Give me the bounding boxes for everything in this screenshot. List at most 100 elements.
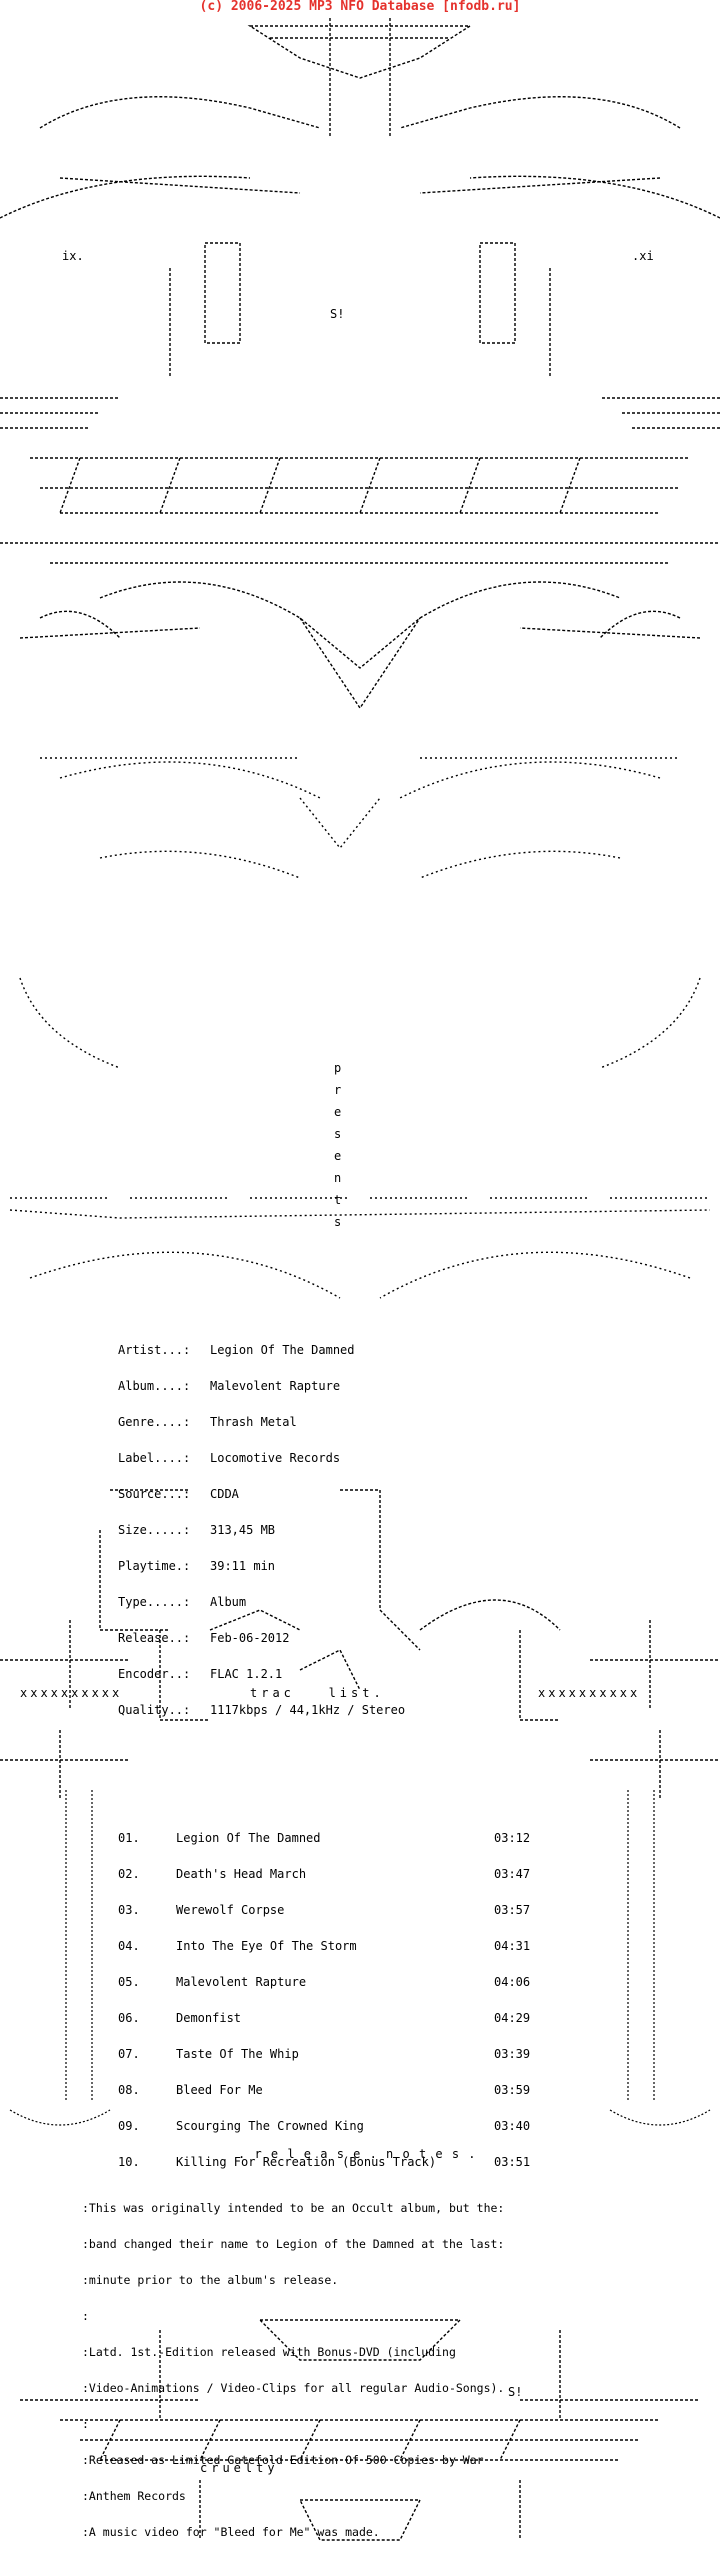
tracklist-caption: trac list. (250, 1686, 385, 1700)
info-label: Playtime.: (118, 1559, 191, 1573)
info-row: Encoder..: FLAC 1.2.1 (118, 1668, 405, 1680)
track-time: 04:06 (494, 1975, 531, 1989)
track-title: Bleed For Me (176, 2083, 263, 2097)
presents-letter-6: n (334, 1171, 342, 1185)
info-label: Genre....: (118, 1415, 191, 1429)
info-row: Source...: CDDA (118, 1488, 405, 1500)
track-number: 09. (118, 2119, 140, 2133)
x-row-right: xxxxxxxxxx (538, 1686, 641, 1700)
notes-line: :Video-Animations / Video-Clips for all … (82, 2381, 505, 2395)
top-ascii-logo-art: ix. .xi S! (0, 18, 720, 718)
track-time: 04:31 (494, 1939, 531, 1953)
footer-ascii-art: cruelty S! (0, 2300, 720, 2556)
info-label: Album....: (118, 1379, 191, 1393)
tracklist: 01. Legion Of The Damned 03:12 02.Death's … (118, 1808, 534, 2180)
x-row-left: xxxxxxxxxx (20, 1686, 123, 1700)
info-row: Album....:Malevolent Rapture (118, 1380, 405, 1392)
info-row: Artist...:Legion Of The Damned (118, 1344, 405, 1356)
center-mark: S! (330, 307, 345, 321)
track-time: 03:47 (494, 1867, 531, 1881)
notes-line: : (82, 2417, 89, 2431)
notes-line: : (82, 2309, 89, 2323)
track-time: 03:39 (494, 2047, 531, 2061)
info-value: 313,45 MB (210, 1523, 276, 1537)
info-value: Locomotive Records (210, 1451, 341, 1465)
track-title: Werewolf Corpse (176, 1903, 285, 1917)
track-time: 03:12 (494, 1831, 531, 1845)
notes-line: :A music video for "Bleed for Me" was ma… (82, 2525, 380, 2539)
info-value: CDDA (210, 1487, 239, 1501)
info-label: Quality..: (118, 1703, 191, 1717)
track-title: Malevolent Rapture (176, 1975, 307, 1989)
track-number: 04. (118, 1939, 140, 1953)
presents-letter-8: s (334, 1215, 342, 1229)
presents-letter-2: r (334, 1083, 342, 1097)
track-number: 06. (118, 2011, 140, 2025)
track-title: Legion Of The Damned (176, 1831, 321, 1845)
info-label: Source...: (118, 1487, 191, 1501)
track-time: 04:29 (494, 2011, 531, 2025)
info-label: Type.....: (118, 1595, 191, 1609)
notes-line: :minute prior to the album's release. (82, 2273, 339, 2287)
release-notes-caption: . r e l e a s e . n o t e s . (238, 2147, 477, 2161)
track-title: Taste Of The Whip (176, 2047, 299, 2061)
track-time: 03:57 (494, 1903, 531, 1917)
info-label: Label....: (118, 1451, 191, 1465)
info-value: Legion Of The Damned (210, 1343, 355, 1357)
track-time: 03:59 (494, 2083, 531, 2097)
info-value: Feb-06-2012 (210, 1631, 290, 1645)
track-number: 01. (118, 1831, 140, 1845)
track-number: 05. (118, 1975, 140, 1989)
info-row: Type.....: Album (118, 1596, 405, 1608)
info-label: Encoder..: (118, 1667, 191, 1681)
track-number: 08. (118, 2083, 140, 2097)
presents-letter-5: e (334, 1149, 342, 1163)
table-row: 03. Werewolf Corpse 03:57 (118, 1904, 534, 1916)
info-row: Playtime.: 39:11 min (118, 1560, 405, 1572)
track-number: 02. (118, 1867, 140, 1881)
presents-letter-7: t (334, 1193, 342, 1207)
presents-letter-1: p (334, 1061, 342, 1075)
notes-line: :Latd. 1st.-Edition released with Bonus-… (82, 2345, 456, 2359)
track-number: 07. (118, 2047, 140, 2061)
table-row: 07. Taste Of The Whip 03:39 (118, 2048, 534, 2060)
table-row: 05. Malevolent Rapture 04:06 (118, 1976, 534, 1988)
tracklist-side-art (0, 1780, 720, 2140)
footer-group-name: cruelty (200, 2461, 279, 2475)
middle-ascii-art (0, 718, 720, 1318)
notes-line: :band changed their name to Legion of th… (82, 2237, 505, 2251)
notes-line: :Anthem Records (82, 2489, 186, 2503)
info-value: Album (210, 1595, 247, 1609)
info-value: 1117kbps / 44,1kHz / Stereo (210, 1703, 406, 1717)
tracklist-ascii-art: xxxxxxxxxx xxxxxxxxxx trac list. (0, 1470, 720, 1800)
info-row: Size.....: 313,45 MB (118, 1524, 405, 1536)
info-row: Label....: Locomotive Records (118, 1452, 405, 1464)
presents-letter-3: e (334, 1105, 342, 1119)
track-title: Demonfist (176, 2011, 242, 2025)
notes-line: :This was originally intended to be an O… (82, 2201, 505, 2215)
copyright-header: (c) 2006-2025 MP3 NFO Database [nfodb.ru… (199, 0, 521, 14)
track-title: Killing For Recreation (Bonus Track) (176, 2155, 437, 2169)
top-left-mark: ix. (62, 249, 84, 263)
table-row: 10.Killing For Recreation (Bonus Track)0… (118, 2156, 534, 2168)
track-title: Scourging The Crowned King (176, 2119, 364, 2133)
info-label: Size.....: (118, 1523, 191, 1537)
info-row: Quality..: 1117kbps / 44,1kHz / Stereo (118, 1704, 405, 1716)
track-number: 03. (118, 1903, 140, 1917)
table-row: 06. Demonfist 04:29 (118, 2012, 534, 2024)
notes-line: :Released as Limited Gatefold Edition Of… (82, 2453, 484, 2467)
table-row: 01. Legion Of The Damned 03:12 (118, 1832, 534, 1844)
info-row: Genre....:Thrash Metal (118, 1416, 405, 1428)
info-value: FLAC 1.2.1 (210, 1667, 283, 1681)
release-info: Artist...:Legion Of The Damned Album....… (118, 1320, 405, 1728)
table-row: 09. Scourging The Crowned King 03:40 (118, 2120, 534, 2132)
track-time: 03:51 (494, 2155, 531, 2169)
info-row: Release..:Feb-06-2012 (118, 1632, 405, 1644)
release-notes: :This was originally intended to be an O… (82, 2178, 504, 2550)
info-value: 39:11 min (210, 1559, 276, 1573)
track-time: 03:40 (494, 2119, 531, 2133)
footer-mark: S! (508, 2385, 523, 2399)
presents-letter-4: s (334, 1127, 342, 1141)
